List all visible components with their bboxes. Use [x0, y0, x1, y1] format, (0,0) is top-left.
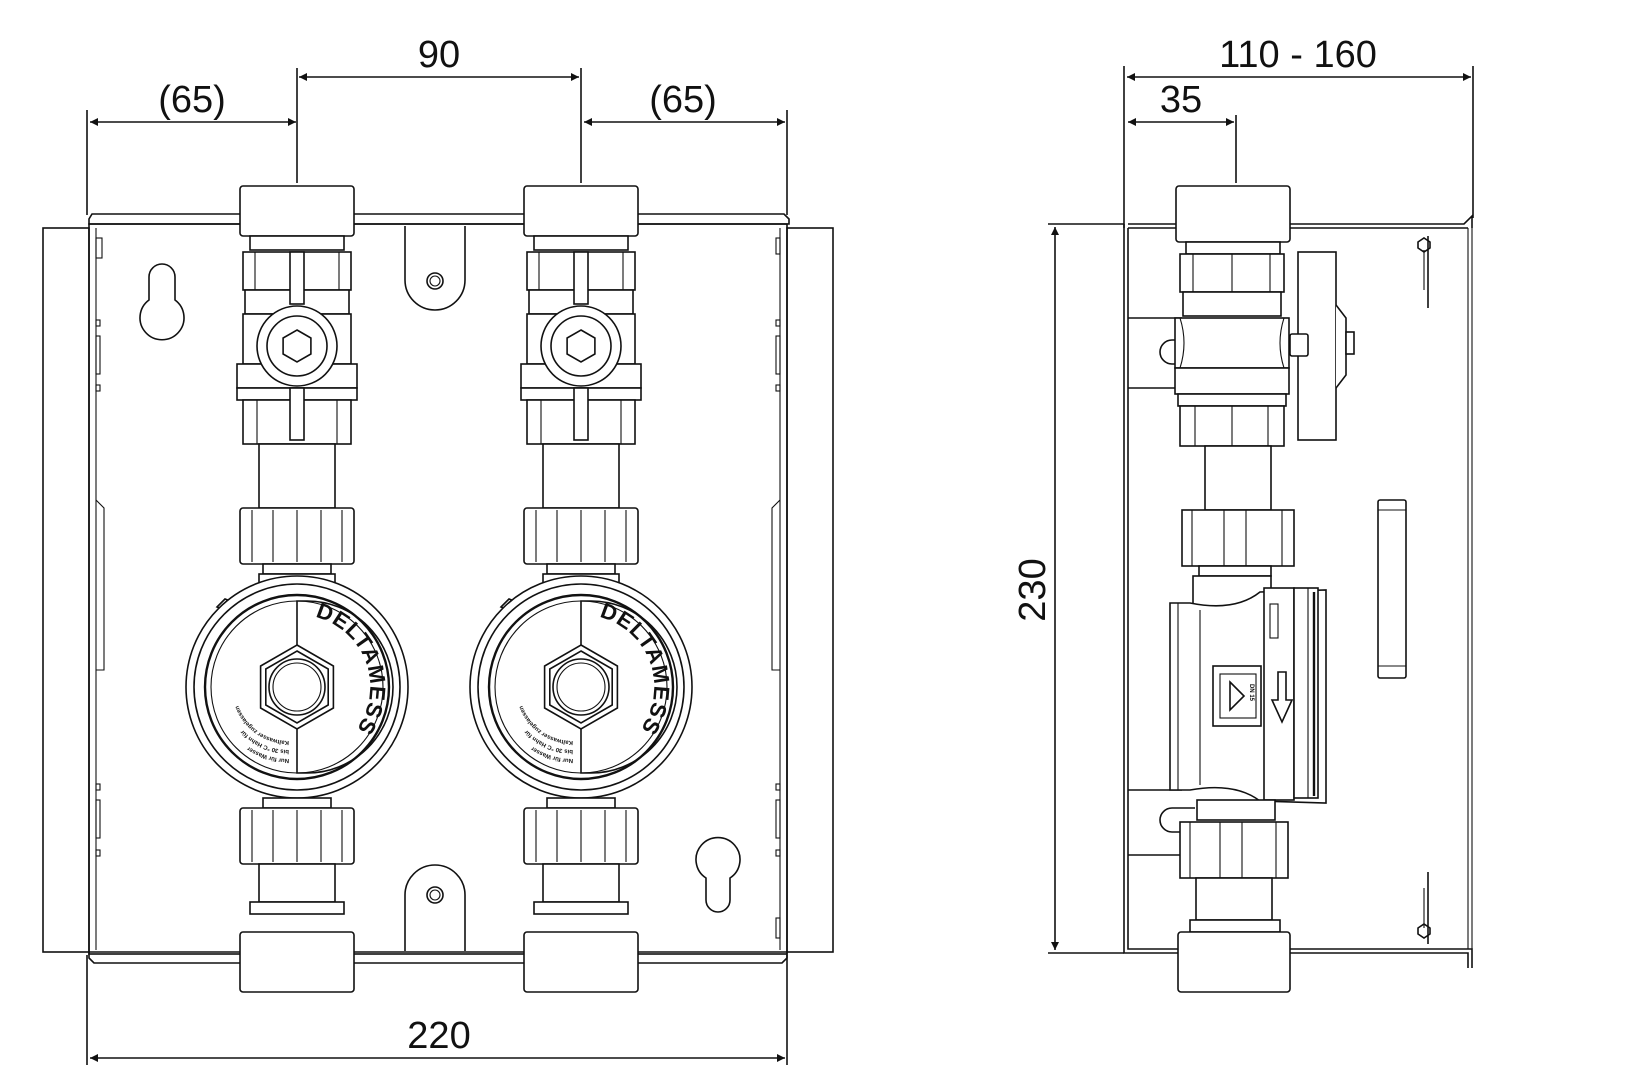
meter-hex-inner: [548, 650, 614, 724]
side-meter-marking: DN 15: [1248, 684, 1254, 702]
dim-label-right-offset: (65): [649, 79, 717, 121]
dim-label-depth-range: 110 - 160: [1219, 34, 1377, 76]
meter-bore-inner: [556, 662, 606, 712]
pipe-tube: [542, 443, 620, 509]
nut-collar: [262, 563, 332, 575]
dimension-overall-height: 230: [1012, 223, 1124, 954]
valve-handle-ring: [266, 315, 328, 377]
housing-box: [42, 213, 834, 964]
dimension-pipe-spacing: 90: [296, 34, 582, 183]
nut-collar-lower: [262, 797, 332, 809]
pipe-neck: [533, 235, 629, 251]
pipe-connector-bottom: [523, 931, 639, 993]
water-meter-bezel: [203, 593, 391, 781]
dim-label-pipe-spacing: 90: [418, 34, 460, 76]
meter-bore-inner: [272, 662, 322, 712]
pipe-neck-lower: [249, 901, 345, 915]
dim-label-left-offset: (65): [158, 79, 226, 121]
pipe-neck-lower: [533, 901, 629, 915]
dim-label-pipe-offset: 35: [1160, 79, 1202, 121]
meter-hex-inner: [264, 650, 330, 724]
keyhole-mount-top-left: [139, 263, 185, 341]
hex-socket-icon: [282, 329, 312, 363]
pipe-connector-top: [239, 185, 355, 237]
pipe-tube: [258, 443, 336, 509]
side-pipe-assembly: DN 15: [1169, 185, 1355, 993]
water-meter-ring: [477, 583, 685, 791]
side-meter-window: [1212, 665, 1262, 727]
pipe-connector-bottom: [239, 931, 355, 993]
valve-handle-bar-bottom: [573, 387, 589, 441]
valve-handle-bar-top: [289, 251, 305, 305]
front-view: (65) 90 (65) 220: [42, 34, 834, 1065]
meter-bore: [268, 658, 326, 716]
valve-handle-bar-bottom: [289, 387, 305, 441]
water-meter-bezel: [487, 593, 675, 781]
housing-side-profile: [1123, 214, 1473, 968]
dimension-left-offset: (65): [86, 79, 296, 215]
nut-collar: [546, 563, 616, 575]
flow-arrow-icon: [1270, 671, 1294, 724]
dim-label-overall-width: 220: [407, 1015, 470, 1057]
pipe-tube-lower: [258, 863, 336, 903]
dimension-depth-range: 110 - 160: [1123, 34, 1474, 228]
hex-socket-icon: [566, 329, 596, 363]
meter-label-plate: [296, 600, 394, 774]
valve-handle-bar-top: [573, 251, 589, 305]
mounting-tab-bottom: [404, 864, 466, 951]
valve-handle-disc: [256, 305, 338, 387]
dim-label-overall-height: 230: [1012, 558, 1054, 621]
mounting-tab-top: [404, 226, 466, 311]
dimension-overall-width: 220: [86, 955, 788, 1065]
pipe-tube-lower: [542, 863, 620, 903]
flow-direction-triangle-icon: [1229, 680, 1246, 712]
water-meter-ring: [193, 583, 401, 791]
pipe-connector-top: [523, 185, 639, 237]
valve-handle-disc: [540, 305, 622, 387]
dimension-pipe-offset: 35: [1128, 79, 1237, 183]
valve-handle-ring: [550, 315, 612, 377]
nut-collar-lower: [546, 797, 616, 809]
meter-label-plate: [580, 600, 678, 774]
side-view: 110 - 160 35 230: [1012, 34, 1474, 993]
pipe-neck: [249, 235, 345, 251]
dimension-right-offset: (65): [584, 79, 788, 215]
meter-bore: [552, 658, 610, 716]
keyhole-mount-bottom-right: [695, 836, 741, 913]
